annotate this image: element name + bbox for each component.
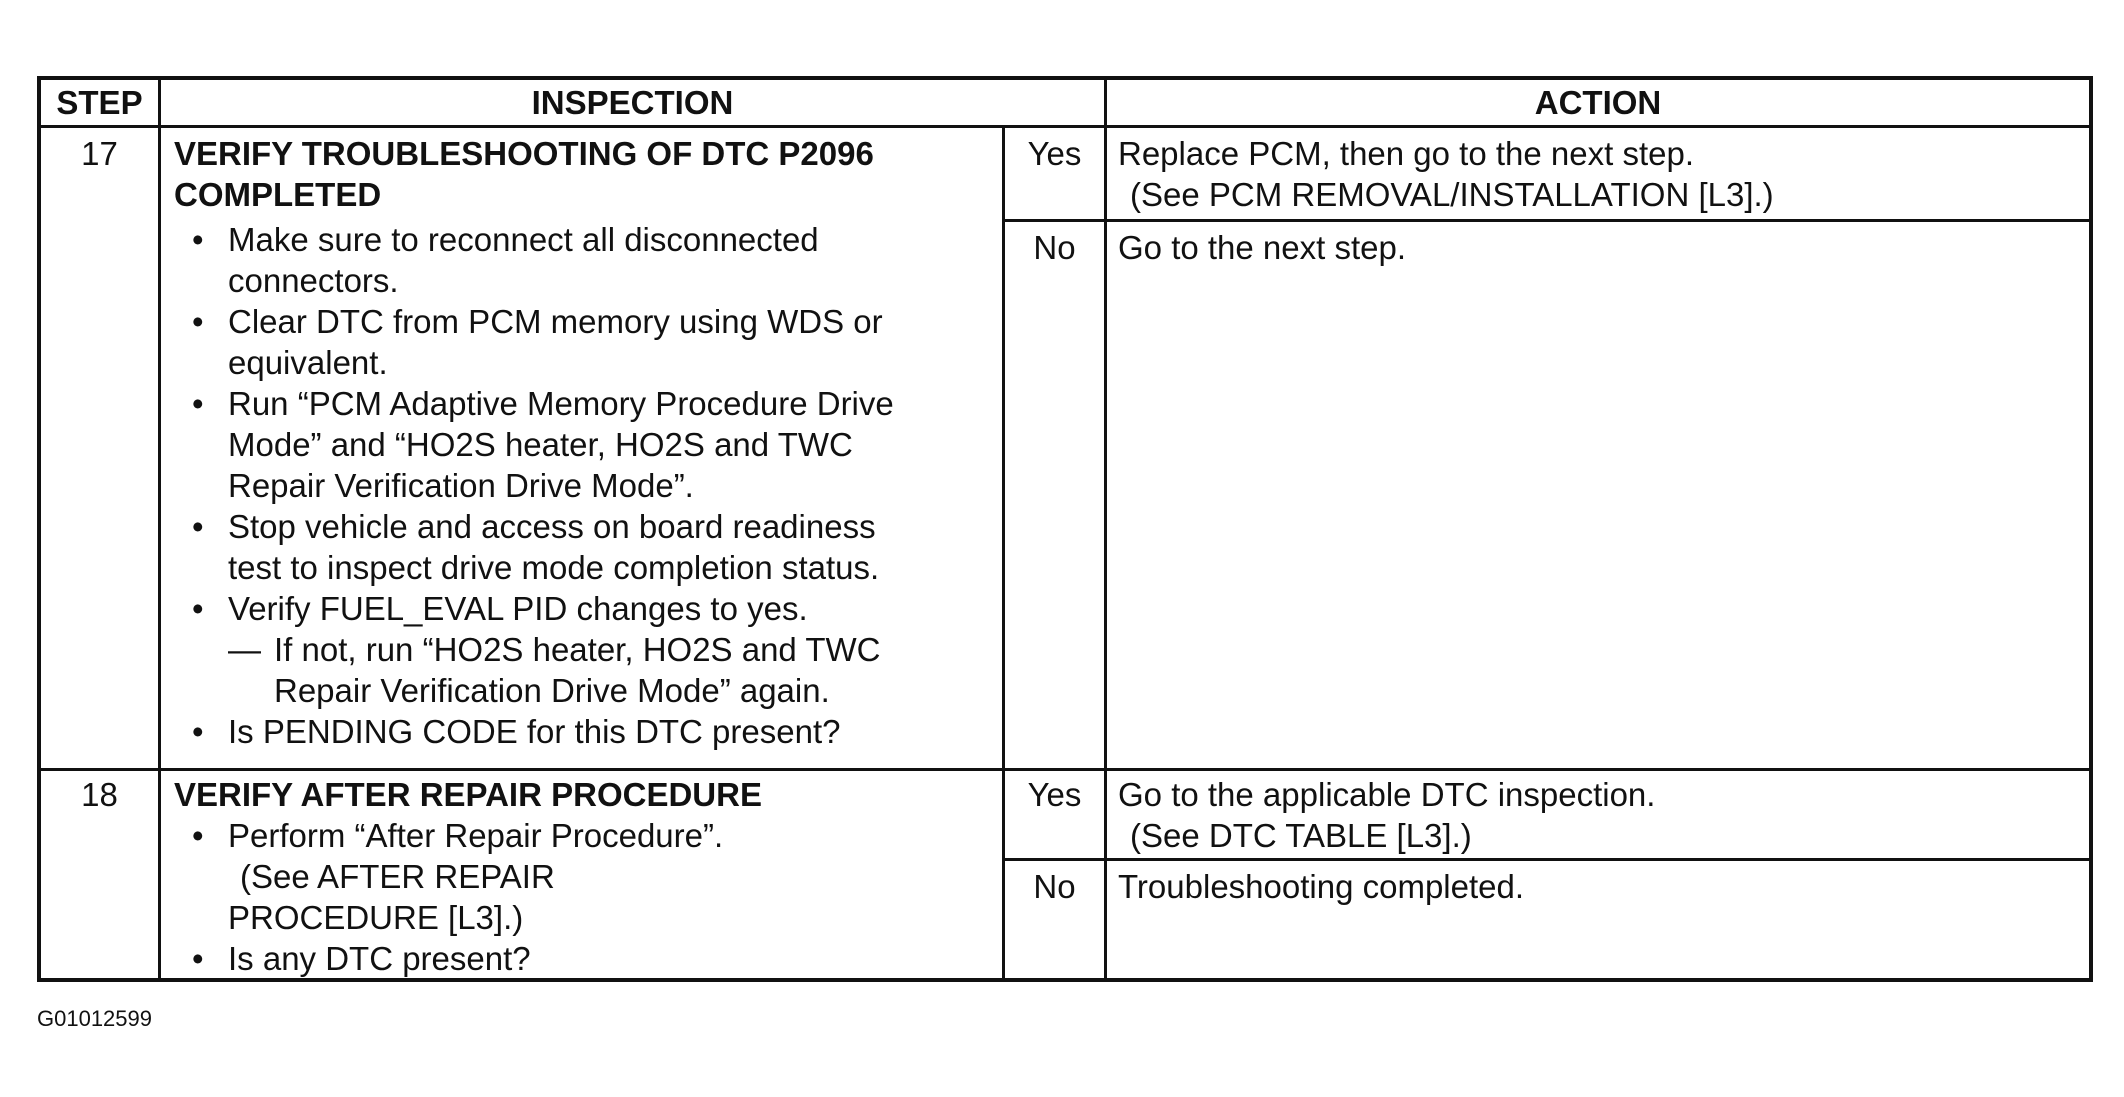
- bullet-item: • Verify FUEL_EVAL PID changes to yes. —…: [174, 588, 994, 711]
- step-number-17: 17: [81, 135, 118, 172]
- action-line: Troubleshooting completed.: [1118, 868, 1525, 905]
- figure-id-label: G01012599: [37, 1006, 152, 1031]
- header-inspection: INSPECTION: [531, 84, 734, 121]
- bullet-line: Verify FUEL_EVAL PID changes to yes.: [228, 590, 808, 627]
- bullet-item: • Make sure to reconnect all disconnecte…: [174, 219, 994, 301]
- inspection-18: VERIFY AFTER REPAIR PROCEDURE • Perform …: [174, 774, 994, 979]
- bullet-line: Make sure to reconnect all disconnected: [228, 221, 819, 258]
- row18-yes-no-divider: [1002, 858, 2089, 861]
- sub-note-line: If not, run “HO2S heater, HO2S and TWC: [274, 631, 881, 668]
- action-yes-17: Replace PCM, then go to the next step. (…: [1118, 133, 2078, 215]
- header-step: STEP: [56, 84, 143, 121]
- dash-glyph: —: [228, 631, 261, 668]
- answer-yes-17: Yes: [1027, 135, 1082, 172]
- action-line: Go to the next step.: [1118, 229, 1407, 266]
- bullet-line: Is any DTC present?: [228, 940, 531, 977]
- bullet-glyph: •: [192, 713, 204, 750]
- bullet-item: • Run “PCM Adaptive Memory Procedure Dri…: [174, 383, 994, 506]
- action-line: (See DTC TABLE [L3].): [1130, 817, 1472, 854]
- inspection-title-18: VERIFY AFTER REPAIR PROCEDURE: [174, 776, 762, 813]
- see-line: PROCEDURE [L3].): [228, 899, 524, 936]
- bullet-item: • Stop vehicle and access on board readi…: [174, 506, 994, 588]
- bullet-line: test to inspect drive mode completion st…: [228, 549, 880, 586]
- bullet-line: Clear DTC from PCM memory using WDS or: [228, 303, 883, 340]
- inspection-bullets-17: • Make sure to reconnect all disconnecte…: [174, 219, 994, 752]
- action-line: Replace PCM, then go to the next step.: [1118, 135, 1695, 172]
- bullet-item: • Is any DTC present?: [174, 938, 994, 979]
- action-no-18: Troubleshooting completed.: [1118, 866, 2078, 907]
- sub-note-line: Repair Verification Drive Mode” again.: [274, 672, 830, 709]
- action-line: (See PCM REMOVAL/INSTALLATION [L3].): [1130, 176, 1774, 213]
- header-divider: [41, 125, 2089, 128]
- bullet-item: • Is PENDING CODE for this DTC present?: [174, 711, 994, 752]
- row17-yes-no-divider: [1002, 219, 2089, 222]
- bullet-glyph: •: [192, 221, 204, 258]
- inspection-title-17-line1: VERIFY TROUBLESHOOTING OF DTC P2096: [174, 135, 874, 172]
- bullet-item: • Perform “After Repair Procedure”. (See…: [174, 815, 994, 938]
- answer-yes-18: Yes: [1027, 776, 1082, 813]
- answer-no-17: No: [1033, 229, 1076, 266]
- bullet-line: Mode” and “HO2S heater, HO2S and TWC: [228, 426, 853, 463]
- inspection-title-17-line2: COMPLETED: [174, 176, 382, 213]
- bullet-line: equivalent.: [228, 344, 388, 381]
- bullet-line: connectors.: [228, 262, 399, 299]
- header-action: ACTION: [1534, 84, 1662, 121]
- step-number-18: 18: [81, 776, 118, 813]
- bullet-glyph: •: [192, 940, 204, 977]
- bullet-glyph: •: [192, 590, 204, 627]
- see-line: (See AFTER REPAIR: [240, 858, 555, 895]
- col-divider-step: [158, 80, 161, 978]
- diagnostic-table: STEP INSPECTION ACTION 17 VERIFY TROUBLE…: [37, 76, 2093, 982]
- col-divider-inspection-action: [1104, 80, 1107, 978]
- answer-no-18: No: [1033, 868, 1076, 905]
- action-yes-18: Go to the applicable DTC inspection. (Se…: [1118, 774, 2078, 856]
- inspection-bullets-18: • Perform “After Repair Procedure”. (See…: [174, 815, 994, 979]
- bullet-line: Run “PCM Adaptive Memory Procedure Drive: [228, 385, 894, 422]
- bullet-line: Stop vehicle and access on board readine…: [228, 508, 876, 545]
- bullet-glyph: •: [192, 303, 204, 340]
- bullet-line: Is PENDING CODE for this DTC present?: [228, 713, 841, 750]
- inspection-17: VERIFY TROUBLESHOOTING OF DTC P2096 COMP…: [174, 133, 994, 752]
- action-line: Go to the applicable DTC inspection.: [1118, 776, 1656, 813]
- bullet-line: Repair Verification Drive Mode”.: [228, 467, 694, 504]
- bullet-item: • Clear DTC from PCM memory using WDS or…: [174, 301, 994, 383]
- row-divider-17-18: [41, 768, 2089, 771]
- bullet-glyph: •: [192, 508, 204, 545]
- col-divider-answer-left: [1002, 125, 1005, 978]
- bullet-glyph: •: [192, 385, 204, 422]
- sub-note: — If not, run “HO2S heater, HO2S and TWC…: [228, 629, 994, 711]
- bullet-glyph: •: [192, 817, 204, 854]
- bullet-line: Perform “After Repair Procedure”.: [228, 817, 724, 854]
- action-no-17: Go to the next step.: [1118, 227, 2078, 268]
